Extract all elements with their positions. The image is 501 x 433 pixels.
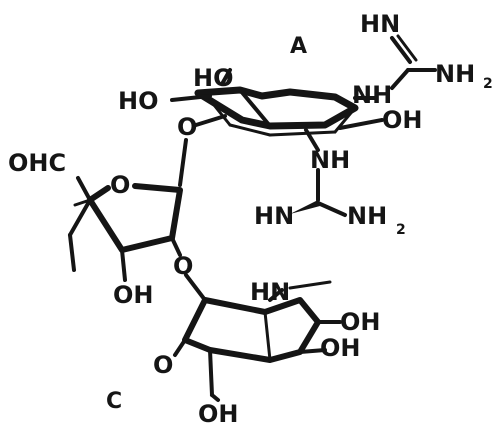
link-bc-bond	[184, 273, 207, 302]
glycosidic-o-bottom-label: O	[173, 252, 193, 280]
ring-b	[68, 176, 183, 282]
ring-a-hydroxyl-left-label: HO	[118, 87, 159, 115]
ring-a-bond-nh-bottom	[304, 128, 320, 152]
guanidine-bottom-nh2-label: NH	[347, 202, 387, 230]
ring-c	[173, 280, 342, 402]
ring-a	[170, 68, 384, 152]
link-ab-bond-1	[194, 114, 227, 127]
guanidine-bottom-bond-2	[316, 201, 347, 217]
ring-c-oh-lower-label: OH	[320, 334, 361, 362]
ring-c-bond-inner	[263, 310, 272, 362]
ring-c-bond-o	[173, 338, 187, 357]
ring-label-a: A	[290, 34, 307, 59]
ring-b-oxygen-label: O	[110, 171, 130, 199]
ring-a-oxygen-label: HO	[193, 64, 234, 92]
ring-b-bond-methyl-2	[68, 233, 76, 272]
ring-a-bond-ho	[170, 94, 212, 102]
guanidine-top	[390, 34, 437, 90]
guanidine-top-bond-3	[390, 36, 412, 64]
ring-a-bond-inner	[238, 88, 272, 128]
ring-c-bonds	[182, 297, 321, 363]
ring-b-bond-oh	[120, 248, 127, 282]
ring-b-bond-methyl	[68, 198, 92, 237]
ring-a-bond-lower	[228, 123, 272, 137]
ring-a-bond-top	[260, 90, 292, 98]
ring-c-bond-hn-methyl	[288, 280, 332, 290]
guanidine-bottom-nh2-subscript: 2	[396, 222, 406, 238]
ring-c-bond-hn	[268, 288, 284, 302]
guanidine-bottom	[290, 168, 347, 217]
guanidine-top-nh2-label: NH	[435, 60, 475, 88]
glycosidic-o-top-label: O	[177, 113, 197, 141]
ring-a-bond-left	[208, 98, 232, 127]
ring-c-bond-ch2oh	[210, 393, 220, 402]
guanidine-bottom-wedge	[290, 200, 320, 214]
guanidine-bottom-hn-label: HN	[254, 202, 294, 230]
guanidine-top-bond-double	[396, 34, 418, 62]
ring-c-oxygen-label: O	[153, 351, 173, 379]
ring-a-nh-bottom-label: NH	[310, 146, 350, 174]
guanidine-top-bond-1	[390, 68, 410, 90]
ring-c-bond-ch2	[208, 348, 214, 397]
ring-c-bond-oh-lower	[298, 348, 327, 354]
ring-b-bond-cho	[76, 176, 92, 202]
guanidine-top-nh-label: HN	[360, 10, 400, 38]
ring-b-aldehyde-label: OHC	[8, 149, 66, 177]
ring-a-bond-oh	[338, 118, 384, 130]
ring-b-bond-link	[170, 236, 182, 257]
ring-a-bond-ho-top	[220, 68, 232, 86]
ring-c-oh-upper-label: OH	[340, 308, 381, 336]
ring-b-bonds	[87, 183, 183, 253]
ring-c-hn-label: HN	[250, 278, 290, 306]
ring-label-c: C	[106, 389, 122, 414]
guanidine-top-nh2-subscript: 2	[483, 76, 493, 92]
link-ab-bond-2	[178, 138, 188, 187]
ring-b-hydroxyl-label: OH	[113, 281, 154, 309]
ring-a-bond-lower-2	[268, 130, 337, 137]
ring-a-nh-right-label: NH	[352, 81, 392, 109]
ring-a-bonds	[194, 86, 359, 130]
link-ab	[178, 114, 227, 187]
ring-c-ch2oh-label: OH	[198, 400, 239, 428]
link-bc	[184, 273, 207, 302]
ring-a-oh-right-label: OH	[382, 106, 423, 134]
